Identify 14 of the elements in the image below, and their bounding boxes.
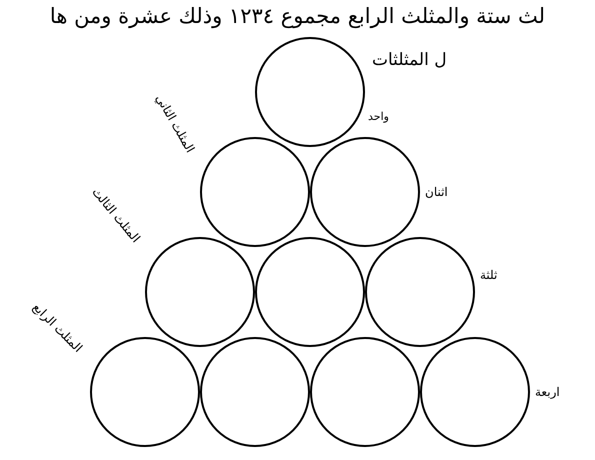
circle [90,337,200,447]
circle [200,337,310,447]
circle [310,137,420,247]
heading-text: ل المثلثات [372,50,447,70]
count-label: اثنان [425,185,448,200]
circle [365,237,475,347]
circle [200,137,310,247]
circle [255,37,365,147]
circle [310,337,420,447]
count-label: واحد [368,110,389,124]
circle [255,237,365,347]
circle [145,237,255,347]
count-label: اربعة [535,385,560,400]
circle [420,337,530,447]
